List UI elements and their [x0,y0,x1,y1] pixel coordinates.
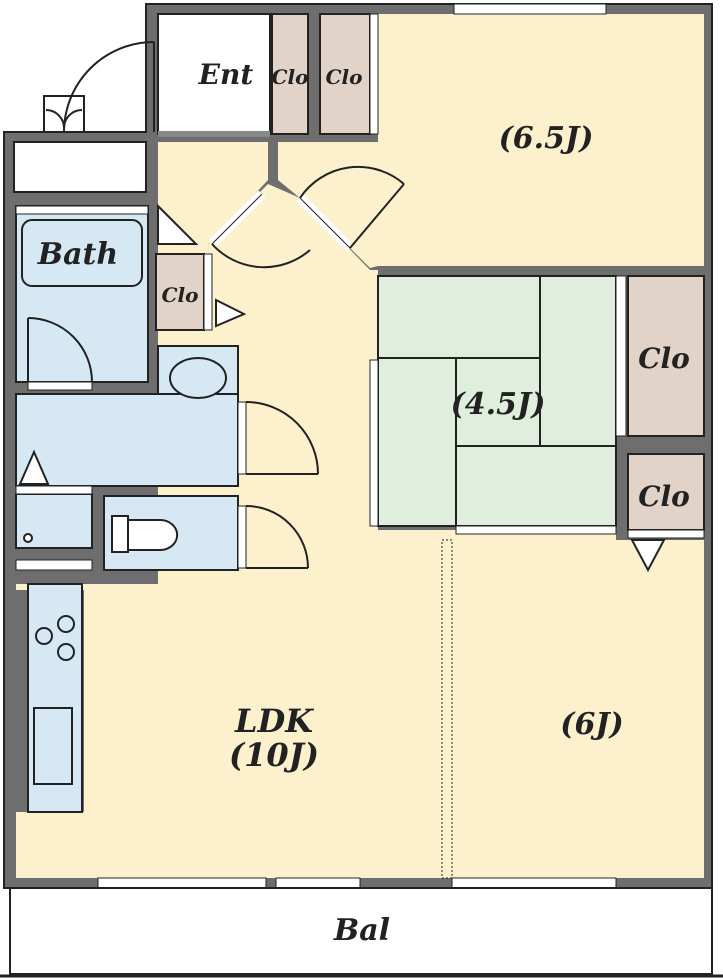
room-6-5j [278,14,704,268]
label-ldk-size: (10J) [229,736,319,774]
label-room-6j: (6J) [560,707,623,742]
label-ldk-name: LDK [234,702,314,740]
label-bath: Bath [37,237,118,272]
closet-ent-2 [319,13,371,135]
label-japanese-room: (4.5J) [451,387,546,422]
closet-ent-1 [271,13,309,135]
label-balcony: Bal [333,913,390,948]
bathtub [21,219,143,287]
tatami-room [369,275,627,535]
sink-bowl [169,357,227,399]
label-room-6-5j: (6.5J) [499,121,594,156]
balcony [9,887,713,975]
label-closet-hall: Clo [162,283,199,307]
porch [13,141,147,193]
label-closet-ent-2: Clo [326,65,363,89]
washroom [15,393,239,487]
label-entrance: Ent [198,58,254,91]
label-closet-jp-1: Clo [638,342,690,375]
label-closet-jp-2: Clo [638,480,690,513]
closet-jp-1 [627,275,705,437]
closet-hall [155,253,205,331]
ldk-area [16,184,704,878]
label-closet-ent-1: Clo [272,65,309,89]
closet-jp-2 [627,453,705,531]
